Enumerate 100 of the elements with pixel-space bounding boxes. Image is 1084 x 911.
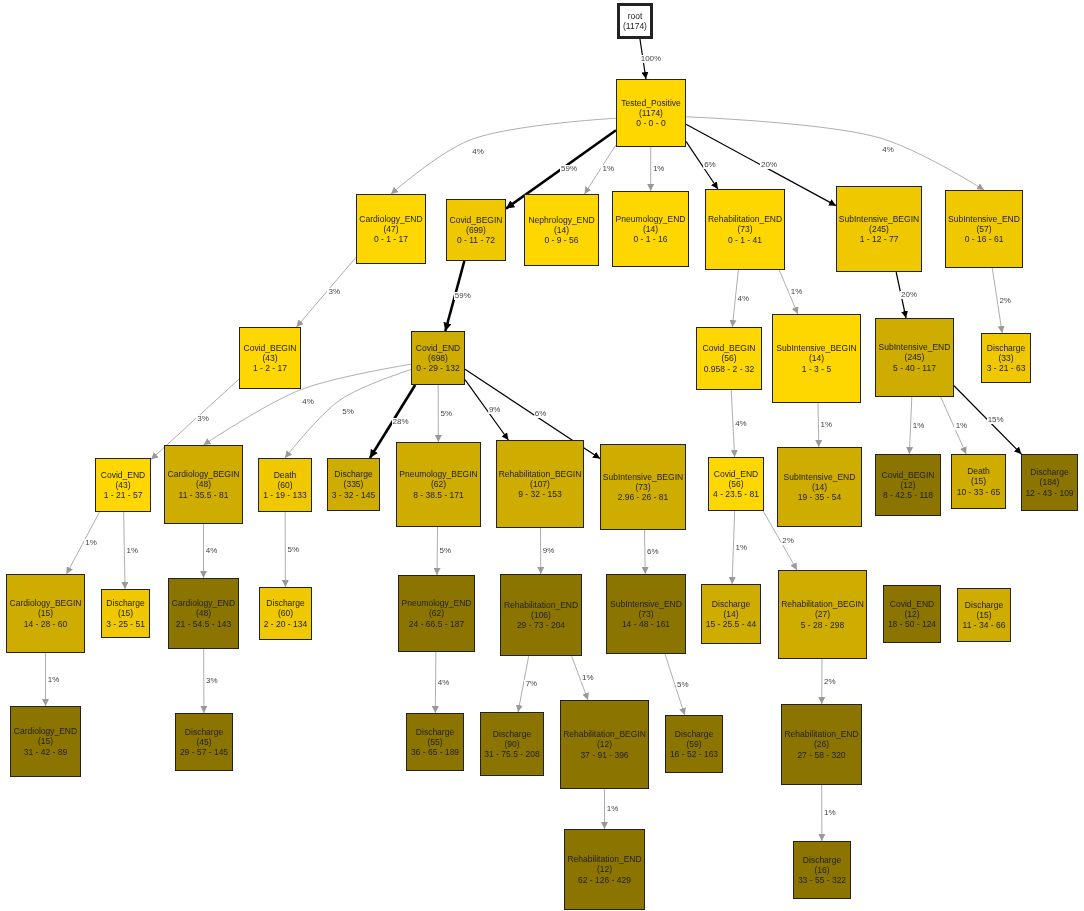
node-stats: 0 - 16 - 61 bbox=[964, 234, 1004, 245]
state-box bbox=[777, 447, 862, 527]
node-name: Discharge bbox=[802, 854, 842, 865]
node-name: Pneumology_BEGIN bbox=[399, 469, 478, 480]
node-name: Discharge bbox=[1030, 467, 1069, 478]
state-box bbox=[793, 841, 851, 899]
node-name: SubIntensive_END bbox=[948, 213, 1020, 224]
edge-label: 2% bbox=[998, 296, 1012, 305]
node-stats: 2.96 - 26 - 81 bbox=[617, 492, 669, 503]
node-count: (14) bbox=[642, 223, 659, 235]
state-box bbox=[981, 333, 1031, 383]
node-name: Discharge bbox=[266, 598, 305, 609]
state-box bbox=[564, 829, 645, 910]
state-box bbox=[500, 574, 582, 656]
node-count: (33) bbox=[998, 352, 1014, 364]
node-count: (48) bbox=[195, 608, 212, 619]
edge-label: 1% bbox=[605, 805, 620, 813]
edge-label: 100% bbox=[639, 55, 663, 63]
node-count: (45) bbox=[196, 736, 212, 748]
node-count: (56) bbox=[728, 478, 744, 490]
node-count: (90) bbox=[504, 738, 520, 750]
node-count: (14) bbox=[723, 608, 739, 620]
node-stats: 8 - 42.5 - 118 bbox=[883, 490, 933, 501]
node-name: Pneumology_END bbox=[401, 598, 472, 609]
node-name: Cardiology_END bbox=[171, 598, 236, 609]
node-name: Rehabilitation_END bbox=[567, 854, 642, 865]
node-stats: 3 - 25 - 51 bbox=[106, 618, 145, 629]
node-name: Discharge bbox=[674, 728, 714, 739]
node-stats: 0 - 0 - 0 bbox=[636, 118, 666, 129]
node-count: (15) bbox=[976, 609, 992, 621]
edge-label: 1% bbox=[601, 165, 615, 174]
edge-label: 4% bbox=[736, 294, 751, 303]
edge-label: 20% bbox=[900, 291, 919, 299]
edge-label: 2% bbox=[823, 677, 837, 686]
state-box bbox=[665, 715, 723, 773]
node-stats: 33 - 55 - 322 bbox=[797, 875, 847, 886]
node-count: (57) bbox=[976, 223, 992, 235]
node-count: (15) bbox=[37, 608, 54, 619]
node-stats: 11 - 35.5 - 81 bbox=[178, 489, 229, 500]
node-name: Discharge bbox=[334, 469, 373, 480]
node-stats: 11 - 34 - 66 bbox=[962, 620, 1006, 631]
edge-label: 5% bbox=[438, 547, 453, 555]
state-box bbox=[327, 458, 380, 511]
node-stats: 24 - 66.5 - 187 bbox=[408, 618, 465, 629]
edge-label: 4% bbox=[301, 398, 315, 406]
state-box bbox=[259, 587, 312, 640]
node-stats: 14 - 28 - 60 bbox=[23, 618, 68, 629]
node-count: (59) bbox=[686, 738, 702, 750]
node-stats: 4 - 23.5 - 81 bbox=[713, 489, 759, 500]
edge-label: 1% bbox=[651, 165, 666, 173]
state-box bbox=[772, 314, 861, 403]
node-stats: 0 - 11 - 72 bbox=[456, 235, 496, 246]
arrow bbox=[953, 385, 1022, 455]
state-box bbox=[778, 570, 867, 659]
arrow bbox=[685, 140, 719, 190]
node-count: (73) bbox=[635, 481, 651, 493]
arrow bbox=[464, 368, 601, 460]
edge-label: 4% bbox=[881, 146, 895, 154]
node-name: SubIntensive_END bbox=[610, 598, 682, 609]
state-box bbox=[406, 713, 464, 771]
state-box bbox=[164, 445, 243, 524]
node-stats: 8 - 38.5 - 171 bbox=[413, 489, 464, 500]
edge-label: 28% bbox=[391, 417, 410, 426]
node-stats: 0.958 - 2 - 32 bbox=[703, 363, 755, 374]
node-name: Covid_END bbox=[889, 598, 935, 609]
node-count: (698) bbox=[428, 352, 448, 364]
node-count: (335) bbox=[343, 479, 364, 490]
edge-label: 1% bbox=[819, 421, 834, 429]
node-name: Discharge bbox=[106, 598, 145, 609]
state-box bbox=[6, 574, 85, 653]
state-box bbox=[696, 327, 762, 390]
node-count: (62) bbox=[428, 608, 445, 619]
node-stats: 19 - 35 - 54 bbox=[797, 492, 842, 503]
edge-label: 4% bbox=[436, 678, 451, 687]
node-count: (245) bbox=[869, 223, 889, 235]
node-stats: 36 - 65 - 189 bbox=[410, 747, 460, 758]
node-count: (12) bbox=[904, 608, 920, 620]
node-stats: 1 - 3 - 5 bbox=[801, 363, 832, 374]
node-count: (60) bbox=[277, 608, 294, 619]
state-box bbox=[836, 186, 922, 272]
state-box bbox=[708, 457, 764, 511]
edge-label: 4% bbox=[204, 547, 219, 555]
state-box bbox=[175, 713, 233, 771]
node-stats: 0 - 1 - 41 bbox=[728, 234, 762, 245]
node-name: Pneumology_END bbox=[615, 213, 686, 224]
edge-label: 1% bbox=[911, 421, 926, 430]
node-name: SubIntensive_END bbox=[783, 471, 856, 482]
node-name: Covid_END bbox=[415, 342, 461, 353]
arrow bbox=[464, 379, 509, 441]
node-count: (1174) bbox=[639, 107, 663, 119]
state-box bbox=[951, 454, 1006, 509]
node-stats: 62 - 126 - 429 bbox=[578, 874, 631, 885]
node-stats: 18 - 50 - 124 bbox=[887, 619, 937, 630]
node-name: Cardiology_BEGIN bbox=[167, 469, 240, 480]
arrow bbox=[685, 123, 837, 207]
edge-label: 3% bbox=[196, 415, 210, 424]
node-name: Rehabilitation_END bbox=[503, 599, 579, 610]
node-count: (43) bbox=[262, 352, 278, 364]
node-count: (12) bbox=[596, 864, 613, 875]
arrow bbox=[368, 384, 417, 459]
